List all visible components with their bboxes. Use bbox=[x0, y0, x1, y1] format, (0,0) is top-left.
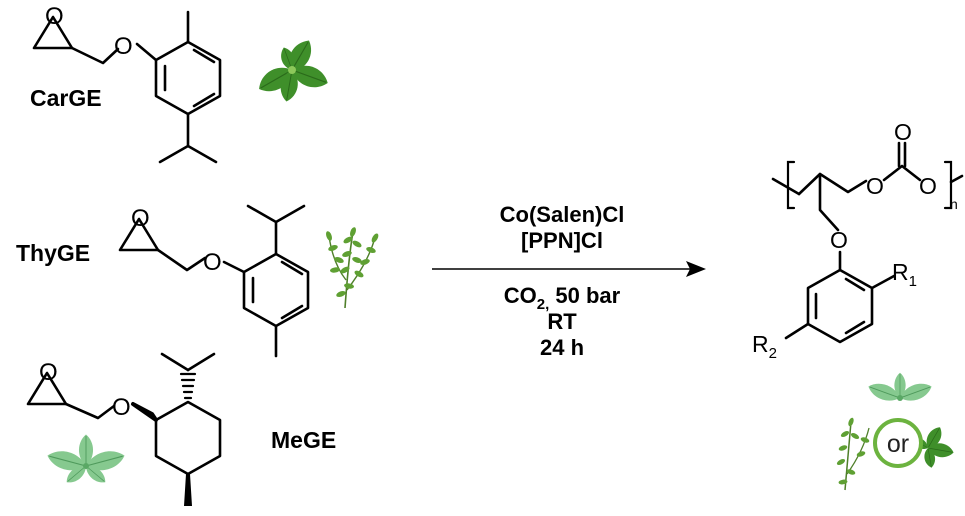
carbonyl-o: O bbox=[894, 119, 912, 145]
atom-o-ether: O bbox=[112, 394, 131, 421]
atom-o-epoxide: O bbox=[45, 3, 64, 30]
or-badge bbox=[873, 418, 923, 468]
reaction-arrow bbox=[432, 261, 706, 277]
atom-o-epoxide: O bbox=[131, 205, 150, 232]
r2-symbol: R bbox=[752, 331, 769, 357]
label-carge: CarGE bbox=[30, 85, 102, 111]
condition-gas: CO2, 50 bar bbox=[504, 283, 621, 313]
label-mege: MeGE bbox=[271, 427, 336, 453]
repeat-unit-n: n bbox=[950, 196, 958, 212]
atom-o-epoxide: O bbox=[39, 359, 58, 386]
condition-temperature: RT bbox=[547, 309, 577, 334]
atom-o-ether: O bbox=[114, 33, 133, 60]
molecule-mege: O O bbox=[26, 352, 222, 506]
gas-formula: CO bbox=[504, 283, 537, 308]
substituent-r2: R2 bbox=[752, 331, 777, 362]
label-thyge: ThyGE bbox=[16, 240, 90, 266]
backbone-o-2: O bbox=[919, 173, 937, 199]
gas-subscript: 2, bbox=[537, 296, 550, 313]
gas-pressure: 50 bar bbox=[549, 283, 620, 308]
substituent-r1: R1 bbox=[892, 259, 917, 290]
atom-o-ether: O bbox=[203, 249, 222, 276]
thyme-icon bbox=[324, 226, 380, 309]
r1-subscript: 1 bbox=[909, 273, 917, 290]
r2-subscript: 2 bbox=[769, 345, 777, 362]
molecule-thyge: O O bbox=[118, 204, 310, 358]
side-chain-o: O bbox=[830, 227, 848, 253]
condition-catalyst: Co(Salen)Cl bbox=[500, 202, 625, 227]
product-polycarbonate: O O O n O R1 R2 bbox=[752, 119, 964, 362]
backbone-o-1: O bbox=[866, 173, 884, 199]
r1-symbol: R bbox=[892, 259, 909, 285]
or-label: or bbox=[887, 430, 909, 458]
mint-icon bbox=[44, 434, 128, 487]
condition-time: 24 h bbox=[540, 335, 584, 360]
plant-cluster: or bbox=[835, 372, 956, 491]
condition-cocatalyst: [PPN]Cl bbox=[521, 228, 603, 253]
basil-icon bbox=[253, 35, 332, 104]
hashed-bond bbox=[179, 372, 197, 400]
molecule-carge: O O bbox=[32, 3, 222, 164]
